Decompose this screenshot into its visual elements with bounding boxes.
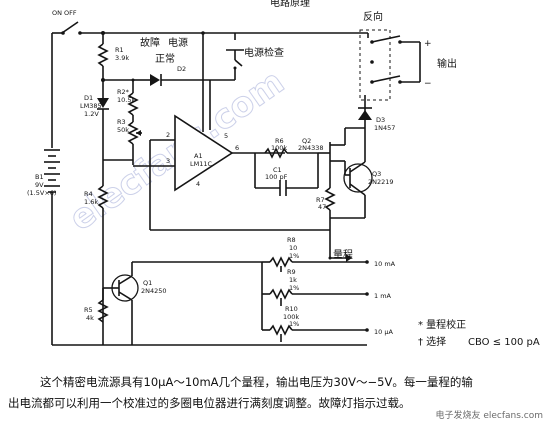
note-select: † 选择 [418, 335, 446, 348]
output-label: 输出 [437, 57, 457, 70]
range-10ma: 10 mA [374, 260, 396, 268]
r3-label: R3 [117, 118, 126, 126]
fault-led [134, 74, 211, 130]
pin-5: 5 [224, 132, 228, 140]
r10-label: R10 [285, 305, 298, 313]
r7-label: R7 [316, 196, 325, 204]
power-label: 电源 [168, 36, 188, 49]
note-calibrate: * 量程校正 [418, 318, 466, 331]
corner-logo: 电子发烧友 elecfans.com [435, 411, 543, 421]
battery-type: (1.5V×6) [27, 189, 56, 197]
r10-value: 100k [283, 313, 299, 321]
fault-label: 故障 [140, 36, 160, 49]
r10-tol: 1% [289, 320, 299, 328]
range-network [150, 218, 369, 342]
r3-value: 50k [117, 126, 129, 134]
c1-value: 100 pF [265, 173, 288, 181]
reverse-switch [359, 29, 421, 101]
r9-tol: 1% [289, 284, 299, 292]
pin-2: 2 [166, 131, 170, 139]
r1-value: 3.9k [115, 54, 129, 62]
range-1ma: 1 mA [374, 292, 392, 300]
caption-line-2: 出电流都可以利用一个校准过的多圈电位器进行满刻度调整。故障灯指示过载。 [8, 396, 411, 410]
power-check-label: 电源检查 [244, 46, 284, 59]
r1-label: R1 [115, 46, 124, 54]
d2-label: D2 [177, 65, 186, 73]
q1-part: 2N4250 [141, 287, 167, 295]
q3-transistor [343, 128, 373, 210]
range-10ua: 10 μA [374, 328, 393, 336]
pin-3: 3 [166, 157, 170, 165]
power-check-switch [210, 33, 244, 81]
r9-value: 1k [289, 276, 297, 284]
r9-label: R9 [287, 268, 296, 276]
d3-label: D3 [376, 116, 385, 124]
battery-voltage: 9V [35, 181, 44, 189]
opamp-label: A1 [194, 152, 203, 160]
d1-label: D1 [84, 94, 93, 102]
normal-label: 正常 [155, 52, 175, 65]
output-minus: − [424, 79, 432, 89]
q3-part: 2N2219 [368, 178, 394, 186]
r6-resistor [264, 147, 318, 159]
opamp-part: LM11C [190, 160, 213, 168]
d1-voltage: 1.2V [84, 110, 99, 118]
note-gbo: CBO ≤ 100 pA [468, 337, 540, 348]
q2-fet [318, 127, 365, 175]
r8-tol: 1% [289, 252, 299, 260]
r2-value: 10.5k [117, 96, 135, 104]
r8-label: R8 [287, 236, 296, 244]
caption-line-1: 这个精密电流源具有10μA～10mA几个量程，输出电压为30V～−5V。每一量程… [40, 375, 473, 389]
r7-value: 47 [318, 203, 326, 211]
q1-transistor [97, 261, 262, 345]
d3-diode [358, 100, 372, 128]
d1-part: LM385 [80, 102, 102, 110]
r5-label: R5 [84, 306, 93, 314]
r4-value: 1.6k [84, 198, 98, 206]
c1-capacitor [254, 153, 319, 196]
pin-6: 6 [235, 144, 239, 152]
header-title-fragment: 电路原理 [270, 0, 310, 9]
d3-part: 1N457 [374, 124, 395, 132]
power-switch [52, 21, 368, 35]
r6-value: 100k [271, 144, 287, 152]
q3-label: Q3 [372, 170, 381, 178]
r6-label: R6 [275, 137, 284, 145]
pin-4: 4 [196, 180, 200, 188]
reference-divider [97, 31, 142, 345]
q1-label: Q1 [143, 279, 152, 287]
output-plus: + [424, 39, 432, 49]
q2-label: Q2 [302, 137, 311, 145]
r5-value: 4k [86, 314, 94, 322]
c1-label: C1 [273, 166, 282, 174]
r2-label: R2* [117, 88, 130, 96]
battery-label: B1 [35, 173, 44, 181]
r4-label: R4 [84, 190, 93, 198]
range-label: 量程 [333, 249, 353, 261]
opamp-a1 [132, 31, 285, 230]
r8-value: 10 [289, 244, 297, 252]
reverse-label: 反向 [363, 10, 383, 23]
r7-resistor [324, 164, 366, 219]
switch-label: ON OFF [52, 9, 77, 17]
q2-part: 2N4338 [298, 144, 324, 152]
battery-loop [44, 33, 367, 346]
